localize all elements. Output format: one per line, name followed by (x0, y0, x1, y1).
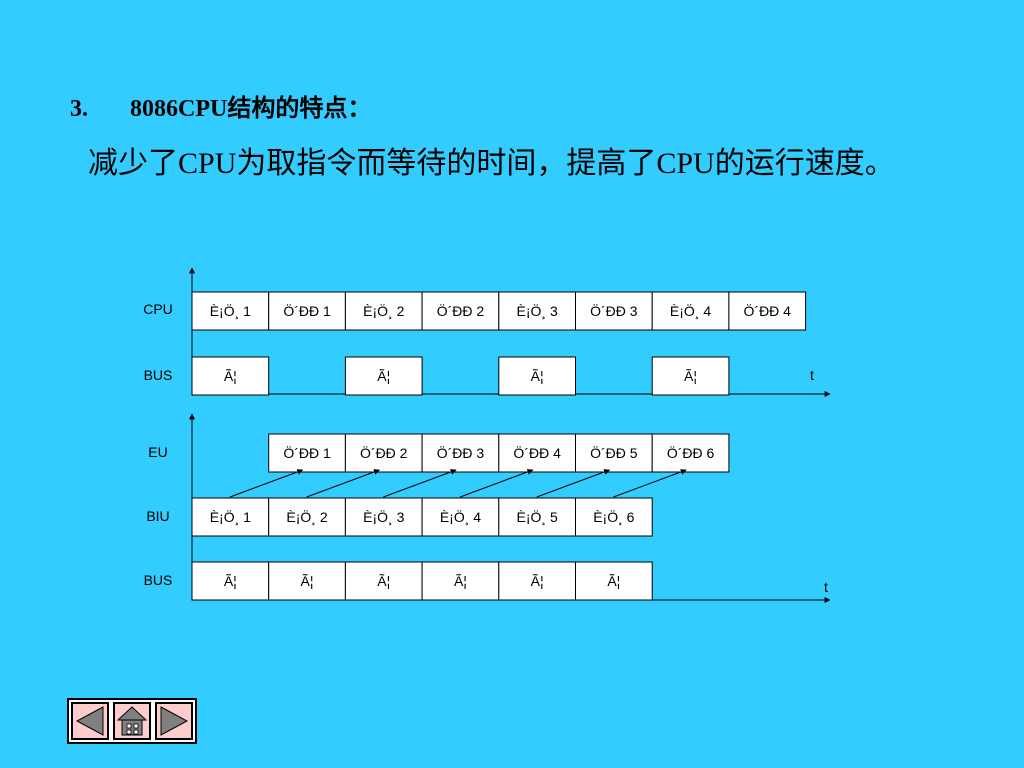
section-number: 3. (70, 96, 88, 122)
diagram2-eu-cell-5-label: Ö´ÐÐ 5 (590, 444, 638, 461)
diagram2-biu-cell-6-label: È¡Ö¸ 6 (593, 508, 634, 525)
diagram2-bus-cell-1-label: Ã¦ (224, 573, 237, 589)
diagram1-cpu-row-label: CPU (143, 301, 173, 317)
diagram2-biu-cell-4-label: È¡Ö¸ 4 (440, 508, 481, 525)
diagram2-biu-cell-4 (421, 497, 500, 537)
diagram1-bus-cell-1 (191, 356, 270, 396)
diagram1-cpu-cell-6-label: Ö´ÐÐ 3 (590, 302, 638, 319)
home-button[interactable] (113, 702, 151, 740)
diagram2-biu-cell-3 (344, 497, 423, 537)
diagram1-bus-cell-1-label: Ã¦ (224, 368, 237, 384)
diagram1-bus-cell-4 (651, 356, 730, 396)
left-triangle-icon (75, 706, 104, 736)
diagram1-bus-cell-2-label: Ã¦ (377, 368, 390, 384)
diagram1-cpu-cell-4 (421, 291, 500, 331)
diagram2-biu-cell-2-label: È¡Ö¸ 2 (286, 508, 327, 525)
diagram2-biu-cell-6 (575, 497, 653, 537)
section-heading: 3. 8086CPU结构的特点： (70, 88, 371, 123)
diagram1-bus-row-label: BUS (144, 367, 173, 383)
diagram2-bus-cell-5-label: Ã¦ (531, 573, 544, 589)
diagram1-cpu-cell-1-label: È¡Ö¸ 1 (210, 302, 251, 319)
diagram2-eu-cell-1 (268, 433, 346, 473)
diagram1-cpu-cell-3-label: È¡Ö¸ 2 (363, 302, 404, 319)
next-button[interactable] (155, 702, 193, 740)
diagram1-cpu-cell-7-label: È¡Ö¸ 4 (670, 302, 711, 319)
diagram2-bus-cell-4 (421, 561, 500, 601)
diagram2-eu-cell-5 (575, 433, 653, 473)
diagram2-fetch-to-exec-arrow-4 (459, 469, 534, 498)
house-icon (116, 706, 148, 736)
diagram1-bus-cell-3-label: Ã¦ (531, 368, 544, 384)
subtitle-text: 减少了CPU为取指令而等待的时间，提高了CPU的运行速度。 (88, 147, 895, 180)
diagram2-bus-cell-2-label: Ã¦ (301, 573, 314, 589)
diagram2-fetch-to-exec-arrow-6 (613, 469, 687, 498)
diagram1-cpu-cell-2-label: Ö´ÐÐ 1 (283, 302, 331, 319)
diagram2-eu-cell-3 (421, 433, 500, 473)
diagram2-biu-cell-5-label: È¡Ö¸ 5 (517, 508, 558, 525)
diagram2-bus-cell-3-label: Ã¦ (377, 573, 390, 589)
diagram2-biu-cell-1 (191, 497, 270, 537)
diagram1-cpu-cell-1 (191, 291, 270, 331)
diagram2-eu-cell-3-label: Ö´ÐÐ 3 (437, 444, 485, 461)
diagram2-biu-cell-2 (268, 497, 346, 537)
diagram2-time-label: t (824, 579, 828, 595)
diagram2-eu-cell-4 (498, 433, 576, 473)
diagram2-fetch-to-exec-arrow-3 (383, 469, 457, 498)
navigation-bar (67, 698, 197, 744)
diagram1-cpu-cell-8-label: Ö´ÐÐ 4 (744, 302, 792, 319)
diagram2-bus-cell-4-label: Ã¦ (454, 573, 467, 589)
diagram2-eu-row-label: EU (148, 444, 167, 460)
diagram1-bus-cell-4-label: Ã¦ (684, 368, 697, 384)
diagram2-biu-cell-3-label: È¡Ö¸ 3 (363, 508, 404, 525)
diagram2-bus-cell-6 (575, 561, 653, 601)
diagram2-eu-cell-6-label: Ö´ÐÐ 6 (667, 444, 715, 461)
diagram1-cpu-cell-5-label: È¡Ö¸ 3 (517, 302, 558, 319)
diagram1-time-label: t (810, 367, 814, 383)
diagram2-eu-cell-2 (344, 433, 423, 473)
diagram2-bus-cell-5 (498, 561, 576, 601)
diagram2-bus-row-label: BUS (144, 572, 173, 588)
diagram2-fetch-to-exec-arrow-5 (536, 469, 611, 498)
prev-button[interactable] (71, 702, 109, 740)
diagram2-eu-cell-6 (651, 433, 730, 473)
diagram2-biu-cell-1-label: È¡Ö¸ 1 (210, 508, 251, 525)
diagram1-cpu-cell-8 (728, 291, 807, 331)
diagram2-bus-cell-3 (344, 561, 423, 601)
diagram1-cpu-cell-4-label: Ö´ÐÐ 2 (437, 302, 485, 319)
diagram2-biu-row-label: BIU (146, 508, 169, 524)
diagram2-bus-cell-6-label: Ã¦ (607, 573, 620, 589)
diagram2-eu-cell-4-label: Ö´ÐÐ 4 (513, 444, 561, 461)
diagram2-biu-cell-5 (498, 497, 576, 537)
section-title: 8086CPU结构的特点： (130, 96, 372, 122)
diagram1-bus-cell-3 (498, 356, 576, 396)
diagram2-eu-cell-1-label: Ö´ÐÐ 1 (283, 444, 331, 461)
diagram2-eu-cell-2-label: Ö´ÐÐ 2 (360, 444, 408, 461)
diagram1-bus-cell-2 (344, 356, 423, 396)
diagram2-fetch-to-exec-arrow-2 (306, 469, 380, 498)
diagram1-cpu-cell-7 (651, 291, 730, 331)
diagram2-fetch-to-exec-arrow-1 (229, 469, 304, 498)
right-triangle-icon (160, 706, 189, 736)
